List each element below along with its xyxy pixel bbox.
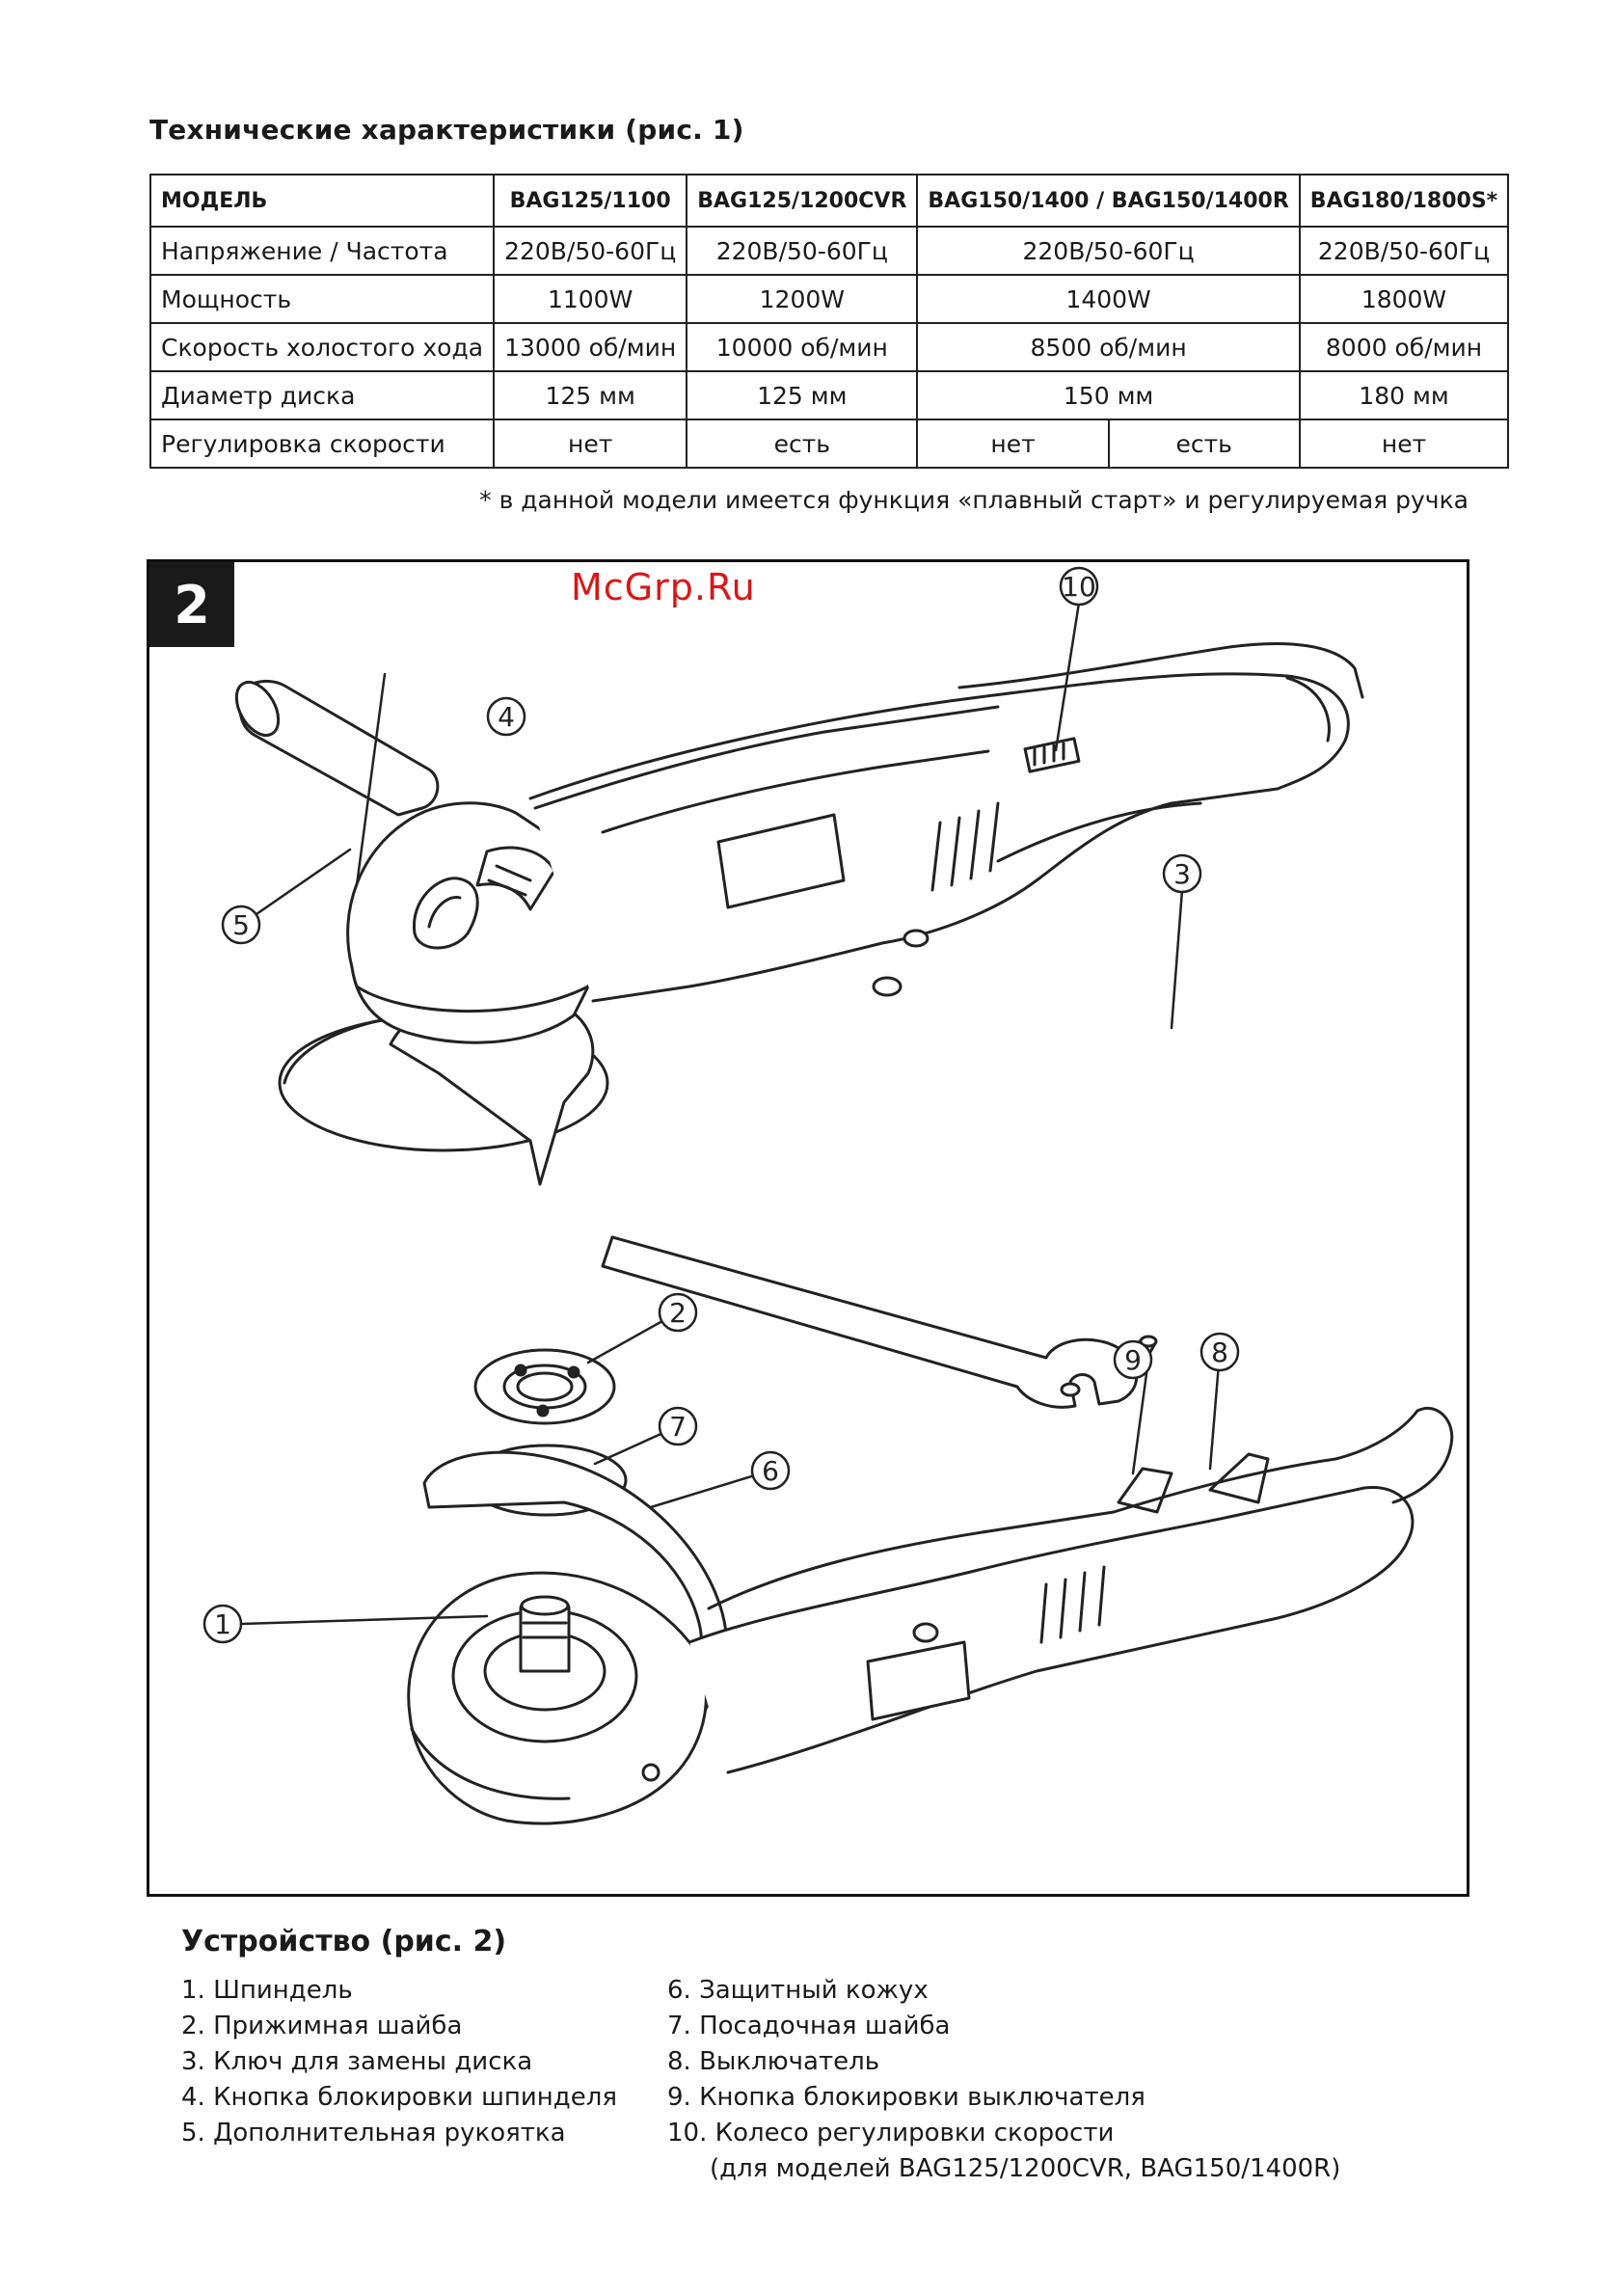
callouts-layer: 10 4 5 3 2 7 6 1 9 8 (202, 566, 1240, 1644)
cell: нет (916, 419, 1110, 469)
callout-9: 9 (1113, 1339, 1153, 1380)
svg-text:9: 9 (1124, 1344, 1142, 1376)
list-item: 10. Колесо регулировки скорости (667, 2119, 1115, 2147)
list-item: 7. Посадочная шайба (667, 2012, 951, 2040)
header-bag150-1400: BAG150/1400 / BAG150/1400R (916, 174, 1301, 228)
header-bag125-1200cvr: BAG125/1200CVR (686, 174, 919, 228)
svg-text:1: 1 (214, 1608, 231, 1640)
list-item: 9. Кнопка блокировки выключателя (667, 2083, 1145, 2112)
figure-2: 2 (147, 559, 1469, 1897)
svg-text:4: 4 (498, 701, 515, 733)
cell: 8000 об/мин (1298, 322, 1510, 372)
cell: 1100W (493, 274, 688, 324)
cell: 125 мм (686, 370, 919, 420)
table-row: Скорость холостого хода 13000 об/мин 100… (148, 322, 1510, 372)
table-row: Регулировка скорости нет есть нет есть н… (148, 419, 1510, 469)
table-row: Диаметр диска 125 мм 125 мм 150 мм 180 м… (148, 370, 1510, 420)
cell: 180 мм (1298, 370, 1510, 420)
row-label: Напряжение / Частота (148, 226, 496, 276)
svg-text:7: 7 (669, 1411, 687, 1443)
grinder-bottom-drawing (407, 1407, 1454, 1825)
cell: нет (1298, 419, 1510, 469)
cell: нет (493, 419, 688, 469)
parts-list-right: 6. Защитный кожух 7. Посадочная шайба 8.… (667, 1973, 1340, 2187)
table-row: Напряжение / Частота 220В/50-60Гц 220В/5… (148, 226, 1510, 276)
list-item: 5. Дополнительная рукоятка (181, 2119, 566, 2147)
callout-3: 3 (1162, 853, 1202, 894)
list-item: 1. Шпиндель (181, 1976, 353, 2005)
svg-text:2: 2 (669, 1297, 687, 1329)
spec-table: МОДЕЛЬ BAG125/1100 BAG125/1200CVR BAG150… (148, 174, 1510, 469)
row-label: Диаметр диска (148, 370, 496, 420)
row-label: Регулировка скорости (148, 419, 496, 469)
cell: есть (686, 419, 919, 469)
svg-text:5: 5 (232, 909, 250, 941)
table-row: Мощность 1100W 1200W 1400W 1800W (148, 274, 1510, 324)
header-bag180-1800s: BAG180/1800S* (1298, 174, 1510, 228)
list-item: 2. Прижимная шайба (181, 2012, 463, 2040)
watermark: McGrp.Ru (571, 566, 756, 608)
cell: есть (1107, 419, 1301, 469)
clamp-washer-drawing (473, 1348, 616, 1425)
cell: 125 мм (493, 370, 688, 420)
row-label: Скорость холостого хода (148, 322, 496, 372)
svg-text:3: 3 (1173, 858, 1191, 890)
device-title: Устройство (рис. 2) (181, 1925, 507, 1958)
callout-8: 8 (1199, 1332, 1240, 1372)
list-item: 4. Кнопка блокировки шпинделя (181, 2083, 618, 2112)
spec-title: Технические характеристики (рис. 1) (149, 114, 744, 146)
cell: 1800W (1298, 274, 1510, 324)
cell: 220В/50-60Гц (493, 226, 688, 276)
header-bag125-1100: BAG125/1100 (493, 174, 688, 228)
parts-list-left: 1. Шпиндель 2. Прижимная шайба 3. Ключ д… (181, 1973, 617, 2151)
cell: 220В/50-60Гц (686, 226, 919, 276)
list-item: 8. Выключатель (667, 2047, 880, 2076)
callout-6: 6 (750, 1450, 791, 1491)
cell: 150 мм (916, 370, 1301, 420)
callout-10: 10 (1059, 566, 1099, 607)
table-header-row: МОДЕЛЬ BAG125/1100 BAG125/1200CVR BAG150… (148, 174, 1510, 228)
callout-7: 7 (658, 1406, 698, 1446)
callout-2: 2 (658, 1292, 698, 1333)
callout-1: 1 (202, 1604, 243, 1644)
cell: 1400W (916, 274, 1301, 324)
list-item: 3. Ключ для замены диска (181, 2047, 533, 2076)
cell: 220В/50-60Гц (1298, 226, 1510, 276)
callout-5: 5 (221, 905, 261, 945)
svg-text:8: 8 (1211, 1337, 1228, 1368)
grinder-top-drawing (234, 642, 1364, 1186)
header-model: МОДЕЛЬ (148, 174, 496, 228)
cell: 1200W (686, 274, 919, 324)
svg-text:10: 10 (1062, 571, 1096, 603)
cell: 220В/50-60Гц (916, 226, 1301, 276)
svg-text:6: 6 (762, 1455, 779, 1487)
cell: 10000 об/мин (686, 322, 919, 372)
figure-number: 2 (149, 562, 234, 647)
cell: 13000 об/мин (493, 322, 688, 372)
spec-footnote: * в данной модели имеется функция «плавн… (479, 486, 1469, 514)
row-label: Мощность (148, 274, 496, 324)
angle-grinder-illustration (234, 601, 1454, 1825)
list-item-note: (для моделей BAG125/1200CVR, BAG150/1400… (710, 2154, 1341, 2183)
list-item: 6. Защитный кожух (667, 1976, 929, 2005)
callout-4: 4 (486, 696, 526, 737)
cell: 8500 об/мин (916, 322, 1301, 372)
